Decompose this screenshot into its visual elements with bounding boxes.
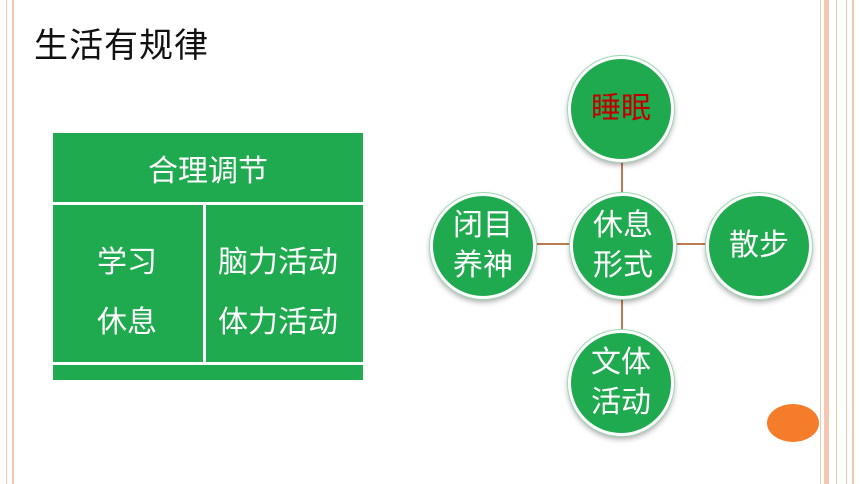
table-left-item-rest: 休息: [97, 305, 157, 340]
table-left-column: 学习 休息: [53, 205, 206, 362]
connector-left: [537, 243, 573, 245]
connector-right: [673, 243, 709, 245]
frame-stripe-left-thin: [6, 0, 7, 484]
node-rest-forms-label: 休息 形式: [593, 208, 653, 283]
node-recreation-label: 文体 活动: [591, 345, 651, 420]
adjustment-table: 合理调节 学习 休息 脑力活动 体力活动: [53, 133, 363, 380]
node-recreation: 文体 活动: [568, 330, 674, 436]
table-right-column: 脑力活动 体力活动: [206, 205, 363, 362]
node-sleep: 睡眠: [568, 56, 674, 162]
frame-stripe-right-2: [824, 0, 829, 484]
node-walk: 散步: [706, 193, 812, 299]
table-header: 合理调节: [53, 133, 363, 205]
connector-bottom: [621, 298, 623, 332]
frame-stripe-right-5: [852, 0, 854, 484]
table-footer: [53, 362, 363, 380]
slide-title: 生活有规律: [34, 26, 209, 66]
node-rest-forms: 休息 形式: [570, 193, 676, 299]
frame-stripe-left: [12, 0, 14, 484]
connector-top: [621, 160, 623, 196]
frame-stripe-right-1: [820, 0, 821, 484]
node-eyes-closed-label: 闭目 养神: [453, 208, 513, 283]
table-right-item-mental: 脑力活动: [218, 245, 338, 280]
node-eyes-closed: 闭目 养神: [430, 193, 536, 299]
frame-stripe-right-4: [846, 0, 847, 484]
decorative-orange-circle: [767, 404, 819, 442]
table-left-item-study: 学习: [97, 245, 157, 280]
table-right-item-physical: 体力活动: [218, 305, 338, 340]
frame-stripe-right-3: [836, 0, 837, 484]
